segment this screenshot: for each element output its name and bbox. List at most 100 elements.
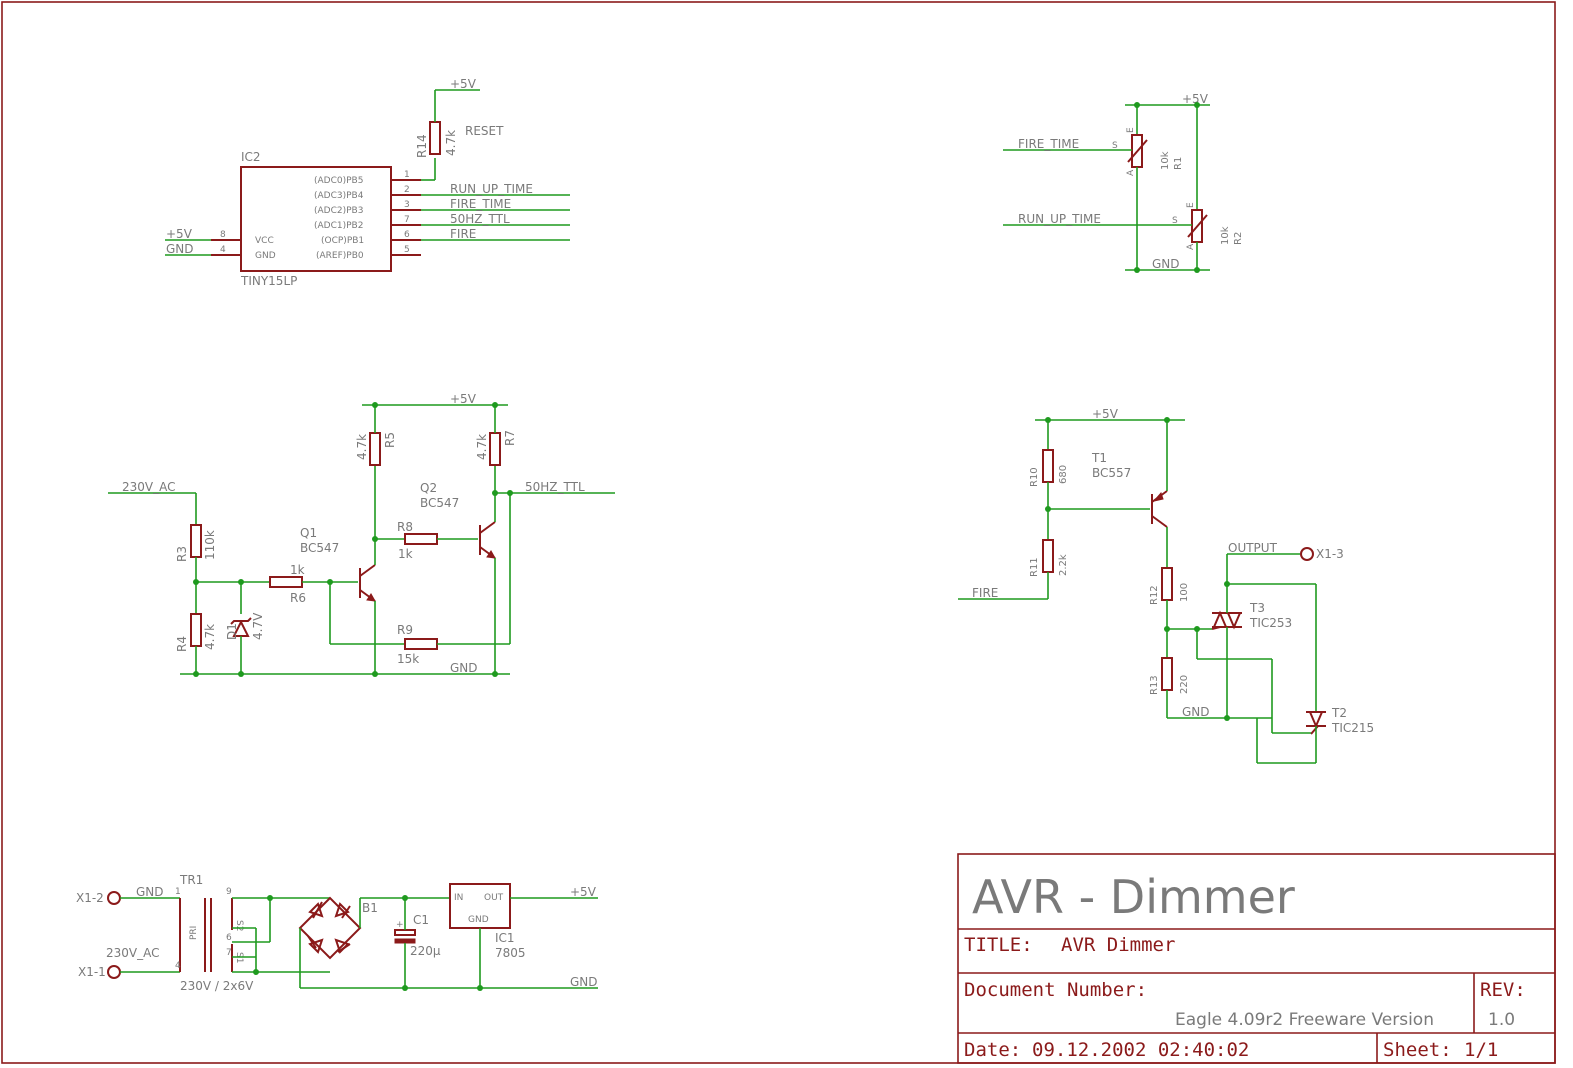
tr1-value: 230V / 2x6V xyxy=(180,979,254,993)
ic2-pin-num-3: 3 xyxy=(404,200,410,210)
ic2-part: TINY15LP xyxy=(240,274,297,288)
pots-net-run-up-time: RUN_UP_TIME xyxy=(1018,212,1101,226)
resistor-r8[interactable] xyxy=(404,533,438,545)
tr1-pin1: 1 xyxy=(175,887,181,897)
r9-name: R9 xyxy=(397,623,413,637)
r3-name: R3 xyxy=(175,546,189,562)
transformer-tr1[interactable] xyxy=(179,898,233,972)
transistor-t1[interactable] xyxy=(1151,490,1168,528)
q2-name: Q2 xyxy=(420,481,437,495)
drv-output-label: OUTPUT xyxy=(1228,541,1278,555)
resistor-r7[interactable] xyxy=(489,432,501,466)
connector-x1-3[interactable] xyxy=(1300,547,1314,561)
ic1-in: IN xyxy=(454,893,463,903)
r12-name: R12 xyxy=(1149,585,1160,605)
r13-value: 220 xyxy=(1179,675,1190,694)
resistor-r4[interactable] xyxy=(190,613,202,647)
ic2-block: IC2 TINY15LP (ADC0)PB5 (ADC3)PB4 (ADC2)P… xyxy=(165,77,570,288)
net-label-50hz-ttl: 50HZ_TTL xyxy=(450,212,510,226)
ic1-gnd: GND xyxy=(468,915,489,925)
ic2-pin-num-5: 5 xyxy=(404,245,410,255)
driver-block: +5V R10 680 R11 2.2k FIRE T1 BC557 R12 1… xyxy=(958,407,1374,764)
resistor-r11[interactable] xyxy=(1042,539,1054,573)
tr1-pri: PRI xyxy=(189,926,199,940)
tr1-pin9: 9 xyxy=(226,887,232,897)
r1-pin-e: E xyxy=(1126,127,1136,133)
r14-name: R14 xyxy=(415,134,429,158)
net-label-gnd: GND xyxy=(166,242,194,256)
triac-t3[interactable] xyxy=(1211,610,1242,630)
resistor-r12[interactable] xyxy=(1161,567,1173,601)
resistor-r10[interactable] xyxy=(1042,449,1054,483)
zc-vcc-label: +5V xyxy=(450,392,477,406)
r11-name: R11 xyxy=(1029,557,1040,577)
resistor-r6[interactable] xyxy=(269,576,303,588)
reset-label: RESET xyxy=(465,124,504,138)
transistor-q1[interactable] xyxy=(359,564,376,602)
ic2-pin-num-1: 1 xyxy=(404,170,410,180)
pots-gnd-label: GND xyxy=(1152,257,1180,271)
d1-name: D1 xyxy=(225,623,239,640)
r8-value: 1k xyxy=(398,547,413,561)
thyristor-t2[interactable] xyxy=(1306,711,1326,735)
resistor-r5[interactable] xyxy=(369,432,381,466)
d1-value: 4.7V xyxy=(251,612,265,640)
bridge-rectifier-b1[interactable] xyxy=(298,896,362,960)
rev-label: REV: xyxy=(1480,979,1526,1001)
net-label-run-up-time: RUN_UP_TIME xyxy=(450,182,533,196)
resistor-r14[interactable] xyxy=(429,121,441,155)
connector-x1-2[interactable] xyxy=(107,891,121,905)
version-text: Eagle 4.09r2 Freeware Version xyxy=(1175,1010,1434,1030)
t1-name: T1 xyxy=(1091,451,1107,465)
ic2-pin-vcc: VCC xyxy=(255,236,274,246)
r4-name: R4 xyxy=(175,636,189,652)
c1-value: 220µ xyxy=(410,944,441,958)
r1-name: R1 xyxy=(1173,157,1184,170)
tr1-s2: S2 xyxy=(234,920,244,931)
r1-pin-s: S xyxy=(1112,141,1118,151)
t2-part: TIC215 xyxy=(1331,721,1374,735)
resistor-r3[interactable] xyxy=(190,524,202,558)
ic1-part: 7805 xyxy=(495,946,526,960)
r2-pin-a: A xyxy=(1186,243,1196,250)
drv-gnd-label: GND xyxy=(1182,705,1210,719)
t3-part: TIC253 xyxy=(1249,616,1292,630)
ic2-pin-pb2: (ADC1)PB2 xyxy=(314,221,363,231)
ic1-out: OUT xyxy=(484,893,504,903)
tr1-pin7: 7 xyxy=(226,948,232,958)
ic2-pin-pb5: (ADC0)PB5 xyxy=(314,176,363,186)
psu-ac-net: 230V_AC xyxy=(106,946,160,960)
r1-value: 10k xyxy=(1160,151,1171,170)
c1-name: C1 xyxy=(413,913,429,927)
ic2-pin-num-8: 8 xyxy=(220,230,226,240)
ic2-body[interactable] xyxy=(240,166,392,272)
ic2-pin-gnd: GND xyxy=(255,251,276,261)
ic2-pin-num-2: 2 xyxy=(404,185,410,195)
transistor-q2[interactable] xyxy=(479,521,496,559)
resistor-r9[interactable] xyxy=(404,638,438,650)
r1-pin-a: A xyxy=(1126,169,1136,176)
tr1-name: TR1 xyxy=(179,873,203,887)
ic2-pin-pb3: (ADC2)PB3 xyxy=(314,206,363,216)
connector-x1-1[interactable] xyxy=(107,965,121,979)
r10-name: R10 xyxy=(1029,467,1040,487)
pots-net-fire-time: FIRE_TIME xyxy=(1018,137,1079,151)
x11-label: X1-1 xyxy=(78,965,106,979)
r7-name: R7 xyxy=(503,430,517,446)
t2-name: T2 xyxy=(1331,706,1347,720)
sheet-value: 1/1 xyxy=(1464,1039,1498,1061)
ic2-pin-pb1: (OCP)PB1 xyxy=(321,236,364,246)
ic2-pin-num-6: 6 xyxy=(404,230,410,240)
r6-name: R6 xyxy=(290,591,306,605)
r8-name: R8 xyxy=(397,520,413,534)
r10-value: 680 xyxy=(1058,465,1069,484)
svg-text:+: + xyxy=(396,920,404,930)
sheet-label: Sheet: xyxy=(1383,1039,1452,1061)
tr1-pin4: 4 xyxy=(175,961,181,971)
ic2-pin-pb0: (AREF)PB0 xyxy=(316,251,364,261)
r13-name: R13 xyxy=(1149,675,1160,695)
resistor-r13[interactable] xyxy=(1161,657,1173,691)
q1-name: Q1 xyxy=(300,526,317,540)
psu-gnd-out: GND xyxy=(570,975,598,989)
zc-gnd-label: GND xyxy=(450,661,478,675)
